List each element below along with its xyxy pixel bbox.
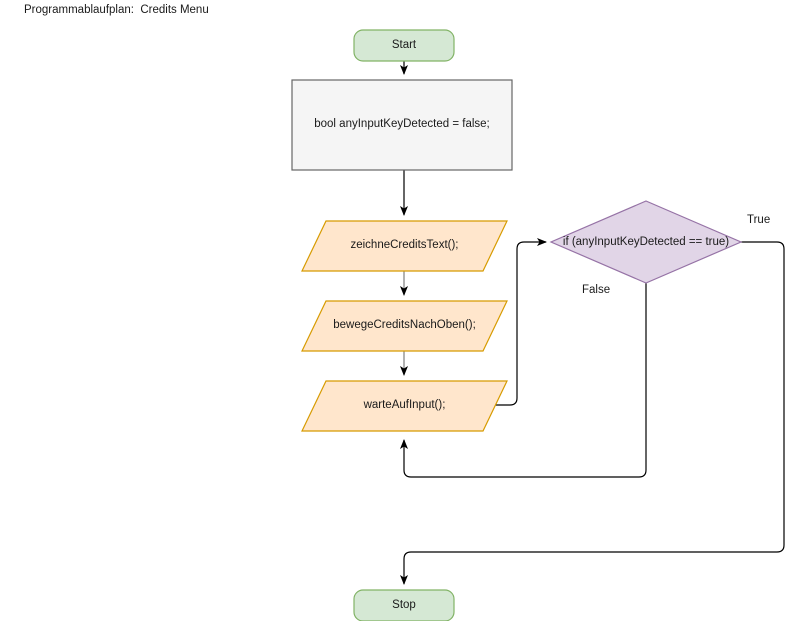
edge-label-true: True bbox=[747, 214, 771, 226]
edge-wait-to-decision bbox=[483, 238, 547, 406]
edge-label-false: False bbox=[582, 284, 611, 296]
node-stop[interactable] bbox=[353, 589, 455, 621]
edge-decision-true-to-stop bbox=[400, 241, 785, 585]
node-move-credits-io[interactable] bbox=[301, 300, 508, 352]
node-wait-input-io[interactable] bbox=[301, 380, 508, 432]
node-start[interactable] bbox=[353, 29, 455, 62]
node-decision-diamond[interactable] bbox=[549, 200, 743, 284]
edge-decision-false-to-wait bbox=[400, 283, 647, 478]
node-init-process[interactable] bbox=[291, 79, 513, 171]
diagram-title: Programmablaufplan: Credits Menu bbox=[24, 4, 209, 16]
node-draw-credits-io[interactable] bbox=[301, 220, 508, 272]
